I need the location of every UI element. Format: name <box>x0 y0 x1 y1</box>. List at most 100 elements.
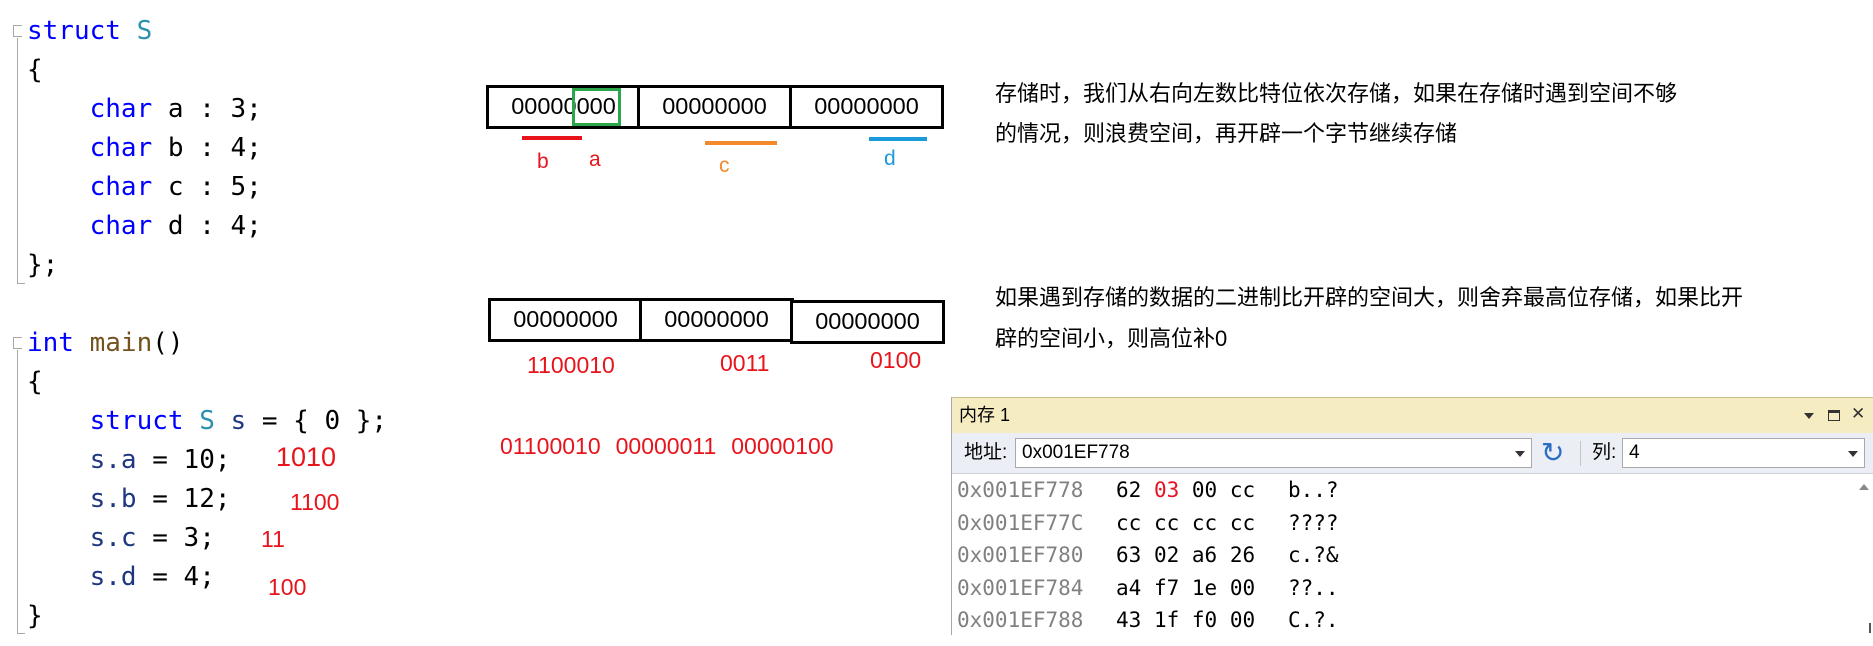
truncation-note-line: 如果遇到存储的数据的二进制比开辟的空间大，则舍弃最高位存储，如果比开 <box>995 285 1744 310</box>
code-line[interactable]: { <box>27 363 43 402</box>
memory-byte[interactable]: 03 <box>1153 478 1180 502</box>
byte-box-3: 00000000 <box>790 300 945 344</box>
code-line[interactable]: struct S <box>27 12 152 51</box>
memory-byte[interactable]: 02 <box>1153 543 1180 567</box>
memory-byte[interactable]: f0 <box>1191 608 1218 632</box>
code-token: () <box>152 328 184 358</box>
scroll-up-icon[interactable] <box>1859 484 1869 490</box>
memory-title: 内存 1 <box>959 405 1011 425</box>
toolbar-separator <box>1580 441 1581 466</box>
code-line[interactable]: char b : 4; <box>27 129 262 168</box>
byte-box-1: 00000000 <box>488 298 643 342</box>
byte-bits: 00000000 <box>662 93 767 120</box>
code-line[interactable]: s.a = 10; <box>27 441 231 480</box>
memory-byte[interactable]: 00 <box>1229 575 1256 600</box>
memory-chars[interactable]: c.?& <box>1288 543 1339 567</box>
fold-marker-struct[interactable] <box>13 25 22 37</box>
memory-chars[interactable]: C.?. <box>1288 608 1339 632</box>
code-token: s.d <box>89 562 137 592</box>
code-line[interactable]: int main() <box>27 324 184 363</box>
memory-byte[interactable]: 62 <box>1116 478 1142 502</box>
binary-byte: 00000011 <box>615 433 717 459</box>
memory-byte[interactable]: 00 <box>1191 478 1218 502</box>
code-line[interactable]: { <box>27 51 43 90</box>
truncation-note-line: 辟的空间小，则高位补0 <box>995 326 1228 351</box>
memory-chars[interactable]: ???? <box>1288 510 1339 535</box>
memory-byte[interactable]: 43 <box>1116 608 1142 632</box>
code-token: char <box>89 211 153 241</box>
code-line[interactable]: }; <box>27 246 58 285</box>
bitfield-d-label: d <box>884 147 896 170</box>
bitfield-d-underline <box>869 137 927 141</box>
code-line[interactable]: char a : 3; <box>27 90 262 129</box>
code-token: }; <box>27 250 59 280</box>
memory-toolbar: 地址: 0x001EF778 ↻ 列: 4 <box>952 433 1873 474</box>
code-line[interactable]: struct S s = { 0 }; <box>27 402 387 441</box>
memory-byte[interactable]: a4 <box>1116 575 1142 600</box>
close-icon[interactable]: ✕ <box>1851 404 1866 424</box>
chevron-down-icon[interactable] <box>1848 451 1858 457</box>
code-token: = 10; <box>136 445 231 475</box>
memory-byte[interactable]: cc <box>1191 510 1218 535</box>
memory-byte[interactable]: cc <box>1229 478 1256 502</box>
columns-value: 4 <box>1629 442 1640 463</box>
code-token <box>121 16 137 46</box>
code-token <box>184 406 200 436</box>
code-line[interactable]: char c : 5; <box>27 168 262 207</box>
code-line[interactable]: char d : 4; <box>27 207 262 246</box>
memory-byte[interactable]: cc <box>1116 510 1142 535</box>
code-line[interactable]: s.b = 12; <box>27 480 231 519</box>
memory-byte[interactable]: 00 <box>1229 608 1256 632</box>
memory-byte[interactable]: 63 <box>1116 543 1142 567</box>
memory-chars[interactable]: b..? <box>1288 478 1339 502</box>
memory-title-bar[interactable]: 内存 1 ✕ <box>952 398 1873 433</box>
code-token: main <box>89 328 153 358</box>
code-line[interactable]: s.d = 4; <box>27 558 215 597</box>
refresh-icon[interactable]: ↻ <box>1541 436 1565 469</box>
code-token: struct <box>27 16 121 46</box>
code-token: s.a <box>89 445 137 475</box>
binary-annotation-a: 1010 <box>276 442 337 472</box>
maximize-icon[interactable] <box>1828 410 1840 421</box>
code-token: = 4; <box>136 562 215 592</box>
address-label: 地址: <box>964 442 1008 463</box>
byte-2-value: 0011 <box>720 350 770 376</box>
address-input[interactable]: 0x001EF778 <box>1015 438 1532 468</box>
memory-bytes: cc cc cc cc <box>1116 507 1255 540</box>
memory-byte[interactable]: a6 <box>1191 543 1218 567</box>
memory-address: 0x001EF780 <box>957 543 1084 567</box>
code-line[interactable]: s.c = 3; <box>27 519 215 558</box>
memory-byte[interactable]: cc <box>1153 510 1180 535</box>
vertical-scrollbar[interactable] <box>1855 474 1873 635</box>
code-token: c : 5; <box>152 172 262 202</box>
memory-chars[interactable]: ??.. <box>1288 575 1339 600</box>
memory-byte[interactable]: cc <box>1229 510 1256 535</box>
byte-box-2: 00000000 <box>639 298 794 342</box>
bitfield-b-underline <box>522 136 582 140</box>
code-token <box>74 328 90 358</box>
memory-byte[interactable]: 26 <box>1229 543 1256 567</box>
memory-byte[interactable]: 1f <box>1153 608 1180 632</box>
byte-1-value: 1100010 <box>527 352 615 378</box>
columns-select[interactable]: 4 <box>1622 438 1865 468</box>
code-line[interactable]: } <box>27 597 43 636</box>
window-menu-dropdown-icon[interactable] <box>1804 413 1814 419</box>
code-token: = 12; <box>136 484 231 514</box>
byte-bits: 00000000 <box>513 306 618 333</box>
byte-bits: 00000000 <box>664 306 769 333</box>
memory-row: 0x001EF780 63 02 a6 26 c.?& <box>952 539 1855 572</box>
memory-byte[interactable]: f7 <box>1153 575 1180 600</box>
chevron-down-icon[interactable] <box>1515 451 1525 457</box>
code-token <box>27 484 90 514</box>
code-token: b : 4; <box>152 133 262 163</box>
code-token: S <box>199 406 215 436</box>
fold-marker-main[interactable] <box>13 337 22 349</box>
memory-address: 0x001EF778 <box>957 478 1084 502</box>
code-editor[interactable]: 1010 1100 11 100 struct S{ char a : 3; c… <box>0 0 440 646</box>
scroll-thumb-edge[interactable] <box>1869 623 1871 633</box>
memory-byte[interactable]: 1e <box>1191 575 1218 600</box>
code-token: char <box>89 172 153 202</box>
